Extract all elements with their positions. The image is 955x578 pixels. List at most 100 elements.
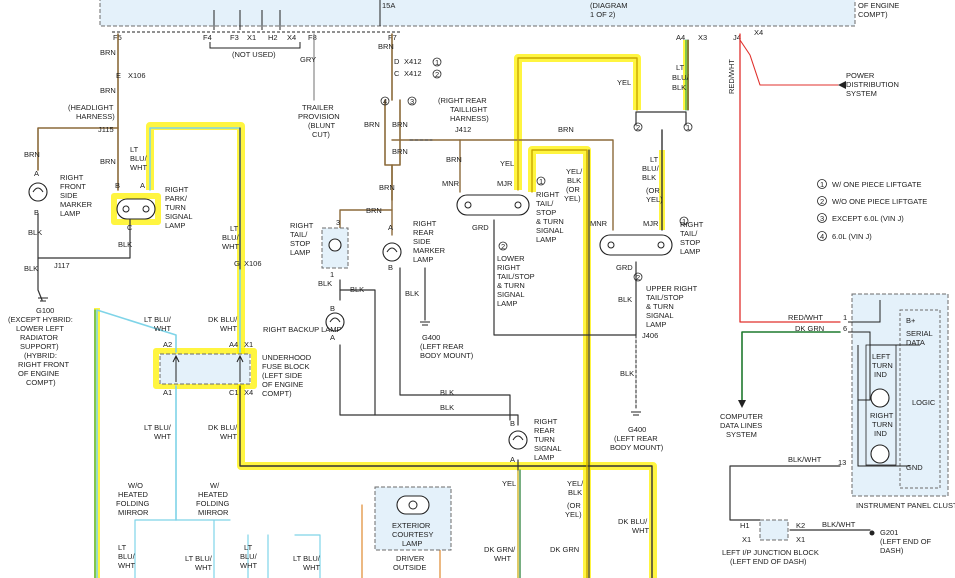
underhood-fuse-block	[159, 353, 251, 385]
option-circles: 1 2 4 3 1 2 1 2 2 1	[380, 57, 693, 282]
svg-text:A: A	[140, 181, 145, 190]
svg-text:TAIL/STOP: TAIL/STOP	[646, 293, 684, 302]
svg-text:1: 1	[686, 123, 690, 132]
svg-text:DK GRN/: DK GRN/	[484, 545, 516, 554]
svg-text:6: 6	[843, 324, 847, 333]
svg-text:LT BLU/: LT BLU/	[144, 315, 172, 324]
svg-text:WHT: WHT	[240, 561, 257, 570]
svg-text:2: 2	[435, 70, 439, 79]
svg-text:X106: X106	[244, 259, 262, 268]
svg-text:RIGHT: RIGHT	[680, 220, 704, 229]
svg-text:YEL: YEL	[502, 479, 516, 488]
svg-text:WHT: WHT	[195, 563, 212, 572]
svg-text:13: 13	[838, 458, 846, 467]
svg-text:A2: A2	[163, 340, 172, 349]
svg-text:LAMP: LAMP	[646, 320, 666, 329]
svg-text:WHT: WHT	[118, 561, 135, 570]
connector-labels: E X106 J115 D X412 C X412 J412 G X106 J1…	[54, 57, 658, 340]
svg-text:BRN: BRN	[392, 120, 408, 129]
right-tail-turn-lamp-1-icon	[456, 194, 530, 216]
svg-text:POWER: POWER	[846, 71, 875, 80]
svg-text:J115: J115	[98, 125, 114, 134]
svg-text:YEL): YEL)	[646, 195, 663, 204]
svg-text:DATA LINES: DATA LINES	[720, 421, 762, 430]
svg-text:X412: X412	[404, 57, 422, 66]
driver-outside-2: OUTSIDE	[393, 563, 426, 572]
svg-text:(OR: (OR	[567, 501, 581, 510]
right-park-lamp-icon	[116, 198, 156, 220]
svg-text:1: 1	[330, 270, 334, 279]
svg-text:DK BLU/: DK BLU/	[208, 423, 238, 432]
svg-text:& TURN: & TURN	[536, 217, 564, 226]
svg-text:SUPPORT): SUPPORT)	[20, 342, 59, 351]
svg-text:1: 1	[843, 313, 847, 322]
svg-text:WHT: WHT	[154, 432, 171, 441]
svg-text:BLU/: BLU/	[642, 164, 660, 173]
svg-text:3: 3	[410, 97, 414, 106]
svg-text:BRN: BRN	[446, 155, 462, 164]
svg-text:X4: X4	[754, 28, 763, 37]
svg-text:CUT): CUT)	[312, 130, 330, 139]
svg-text:SIGNAL: SIGNAL	[536, 226, 564, 235]
svg-text:TURN: TURN	[872, 420, 893, 429]
svg-text:(BLUNT: (BLUNT	[308, 121, 336, 130]
svg-text:BLU/: BLU/	[672, 73, 690, 82]
ext-courtesy-2: COURTESY	[392, 530, 434, 539]
driver-outside-1: DRIVER	[396, 554, 425, 563]
svg-text:COMPUTER: COMPUTER	[720, 412, 764, 421]
junction-block-box	[759, 519, 789, 541]
svg-text:A: A	[330, 333, 335, 342]
svg-text:(HYBRID:: (HYBRID:	[24, 351, 57, 360]
svg-text:MIRROR: MIRROR	[198, 508, 229, 517]
svg-text:W/O ONE PIECE LIFTGATE: W/O ONE PIECE LIFTGATE	[832, 197, 927, 206]
svg-text:F4: F4	[203, 33, 212, 42]
junction-block-labels: H1 K2 X1 X1 LEFT I/P JUNCTION BLOCK (LEF…	[722, 521, 932, 566]
logic-box	[899, 309, 941, 489]
legend-item-1: 1 W/ ONE PIECE LIFTGATE	[817, 179, 921, 189]
svg-text:BLK: BLK	[440, 403, 454, 412]
svg-text:LT BLU/: LT BLU/	[185, 554, 213, 563]
svg-text:COMPT): COMPT)	[262, 389, 292, 398]
svg-text:BODY MOUNT): BODY MOUNT)	[420, 351, 474, 360]
svg-text:LT BLU/: LT BLU/	[144, 423, 172, 432]
svg-text:MNR: MNR	[442, 179, 460, 188]
svg-text:LOGIC: LOGIC	[912, 398, 936, 407]
svg-text:H1: H1	[740, 521, 750, 530]
svg-text:MJR: MJR	[643, 219, 659, 228]
cluster-labels: B+ SERIAL DATA LEFT TURN IND RIGHT TURN …	[838, 313, 955, 510]
svg-text:LEFT I/P JUNCTION BLOCK: LEFT I/P JUNCTION BLOCK	[722, 548, 819, 557]
svg-text:IND: IND	[874, 370, 888, 379]
svg-text:LEFT: LEFT	[872, 352, 891, 361]
svg-text:W/ ONE PIECE LIFTGATE: W/ ONE PIECE LIFTGATE	[832, 180, 921, 189]
svg-text:J117: J117	[54, 261, 70, 270]
ext-courtesy-3: LAMP	[402, 539, 422, 548]
svg-text:WHT: WHT	[220, 324, 237, 333]
svg-text:RIGHT: RIGHT	[413, 219, 437, 228]
wire-network	[37, 33, 871, 578]
svg-text:WHT: WHT	[220, 432, 237, 441]
svg-text:TAIL/: TAIL/	[536, 199, 554, 208]
svg-text:LAMP: LAMP	[534, 453, 554, 462]
svg-text:RIGHT: RIGHT	[536, 190, 560, 199]
svg-text:YEL/: YEL/	[567, 479, 584, 488]
svg-text:TRAILER: TRAILER	[302, 103, 334, 112]
not-used-label: (NOT USED)	[232, 50, 276, 59]
svg-text:HARNESS): HARNESS)	[76, 112, 115, 121]
svg-text:UNDERHOOD: UNDERHOOD	[262, 353, 312, 362]
svg-text:BLK: BLK	[28, 228, 42, 237]
svg-text:BRN: BRN	[100, 86, 116, 95]
svg-text:YEL: YEL	[617, 78, 631, 87]
svg-text:YEL): YEL)	[564, 194, 581, 203]
svg-text:BLK: BLK	[440, 388, 454, 397]
svg-text:RIGHT FRONT: RIGHT FRONT	[18, 360, 70, 369]
svg-text:BRN: BRN	[100, 48, 116, 57]
svg-text:TAIL/STOP: TAIL/STOP	[497, 272, 535, 281]
svg-text:C: C	[127, 223, 133, 232]
svg-text:SIGNAL: SIGNAL	[646, 311, 674, 320]
svg-text:BLK: BLK	[672, 83, 686, 92]
svg-text:A1: A1	[163, 388, 172, 397]
underhood-fuses	[172, 354, 244, 382]
svg-text:LAMP: LAMP	[680, 247, 700, 256]
svg-text:C1: C1	[229, 388, 239, 397]
svg-text:DATA: DATA	[906, 338, 925, 347]
